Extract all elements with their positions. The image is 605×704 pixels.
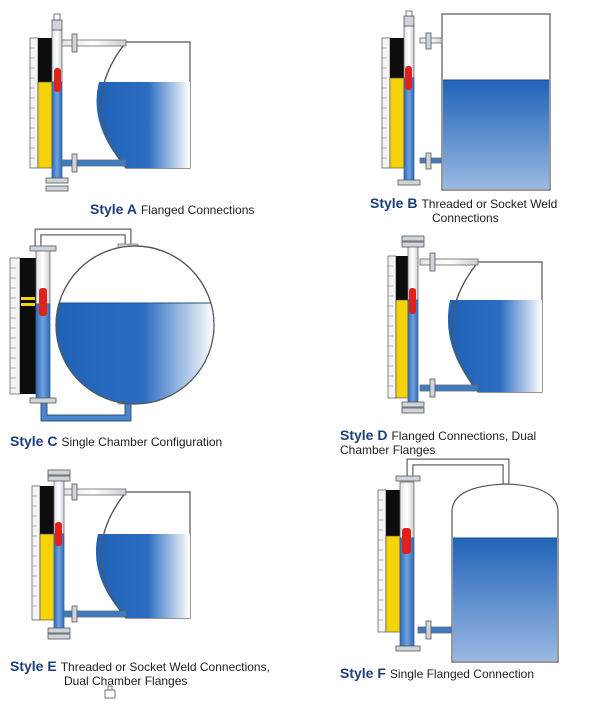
- style-b-description-line2: Connections: [432, 211, 499, 225]
- style-b-liquid: [443, 80, 549, 189]
- style-a-description: Flanged Connections: [140, 203, 255, 217]
- style-a-liquid: [96, 82, 190, 168]
- style-d-description-line2: Chamber Flanges: [340, 443, 436, 457]
- style-b-scale: [381, 37, 391, 169]
- style-e-float: [55, 522, 62, 546]
- style-d-tag: Style D: [340, 427, 388, 443]
- style-a-scale: [29, 37, 39, 169]
- style-f-tag: Style F: [340, 665, 386, 681]
- style-f-chamber-liquid: [399, 537, 415, 647]
- style-f-indicator-yellow: [385, 535, 401, 633]
- style-d-liquid: [447, 300, 542, 392]
- style-a-float: [54, 68, 61, 92]
- style-b-float: [405, 66, 412, 90]
- style-b-tag: Style B: [370, 195, 418, 211]
- style-e-tag: Style E: [10, 658, 57, 674]
- style-d-illustration: [387, 235, 543, 414]
- style-e-description: Threaded or Socket Weld Connections,: [60, 660, 270, 674]
- style-c-chamber-liquid: [35, 303, 51, 401]
- style-b-illustration: [381, 10, 551, 191]
- style-e-chamber-liquid: [53, 533, 65, 629]
- style-c-liquid: [55, 303, 215, 404]
- style-c-description: Single Chamber Configuration: [61, 435, 223, 449]
- style-f-top-pipe: [406, 458, 510, 486]
- style-d-chamber-liquid: [407, 299, 419, 403]
- drain-fitting-icon: [104, 685, 116, 699]
- style-b-chamber-liquid: [403, 77, 415, 181]
- style-e-indicator-yellow: [39, 533, 55, 621]
- style-f-scale: [377, 489, 387, 633]
- style-c-indicator-black: [20, 258, 36, 394]
- style-f-description: Single Flanged Connection: [389, 667, 535, 681]
- style-d-description: Flanged Connections, Dual: [391, 429, 537, 443]
- style-c-float: [39, 288, 47, 316]
- style-e-liquid: [95, 534, 190, 618]
- style-c-tag: Style C: [10, 433, 58, 449]
- style-e-description-line2: Dual Chamber Flanges: [64, 674, 188, 688]
- style-d-indicator-yellow: [395, 299, 409, 399]
- style-f-liquid: [453, 538, 557, 661]
- style-d-scale: [387, 255, 397, 399]
- style-e-illustration: [31, 469, 191, 640]
- style-a-indicator-yellow: [37, 81, 53, 169]
- style-a-chamber-liquid: [51, 81, 63, 179]
- style-c-scale: [9, 257, 21, 395]
- style-c-bottom-loop: [40, 400, 132, 422]
- style-c-illustration: [9, 228, 215, 422]
- style-f-illustration: [377, 458, 559, 663]
- style-d-float: [409, 288, 416, 314]
- style-a-tag: Style A: [90, 201, 137, 217]
- style-a-illustration: [29, 13, 191, 192]
- style-b-indicator-yellow: [389, 77, 405, 169]
- style-f-float: [402, 528, 411, 554]
- style-b-description: Threaded or Socket Weld: [421, 197, 558, 211]
